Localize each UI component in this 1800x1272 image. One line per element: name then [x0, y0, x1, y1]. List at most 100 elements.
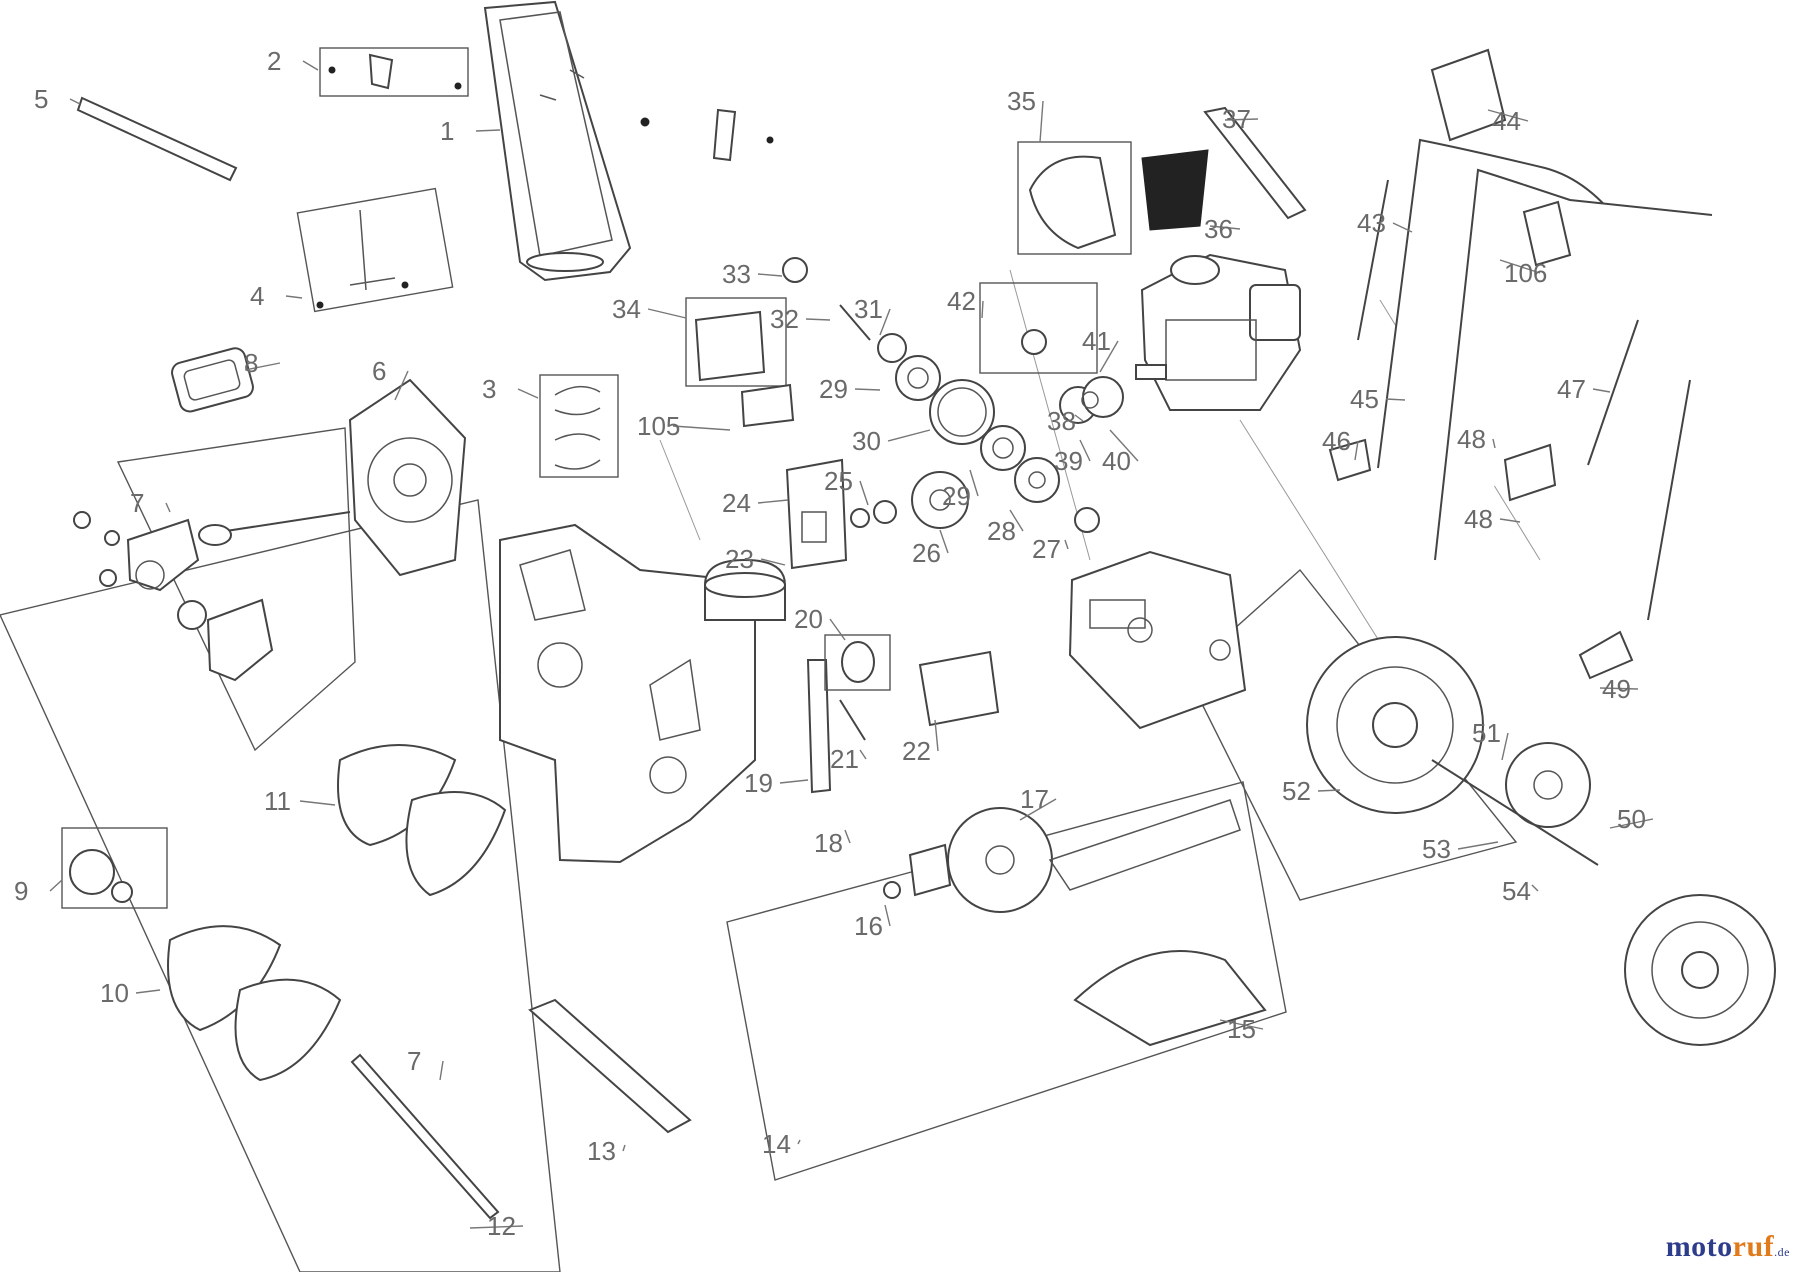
callout-leader-19 — [779, 779, 809, 784]
callout-leader-4 — [285, 295, 303, 299]
bearing-stack — [782, 257, 1026, 471]
callout-leader-22 — [934, 719, 939, 752]
impeller-part — [348, 378, 467, 577]
auger-housing-part — [499, 523, 786, 864]
part-number-14: 14 — [762, 1129, 791, 1159]
part-number-36: 36 — [1204, 214, 1233, 244]
callout-leader-48 — [1499, 518, 1521, 523]
callout-leader-46 — [1354, 440, 1359, 461]
callout-leader-5 — [69, 98, 81, 105]
part-number-33: 33 — [722, 259, 751, 289]
callout-leader-53 — [1457, 841, 1499, 850]
scraper-part — [528, 998, 692, 1134]
part-number-106: 106 — [1504, 258, 1547, 288]
part-number-41: 41 — [1082, 326, 1111, 356]
callout-leader-24 — [757, 499, 789, 504]
engine-pulley-group — [979, 282, 1124, 424]
part-number-2: 2 — [267, 46, 281, 76]
part-number-44: 44 — [1492, 106, 1521, 136]
part-number-52: 52 — [1282, 776, 1311, 806]
part-number-54: 54 — [1502, 876, 1531, 906]
part-number-8: 8 — [244, 348, 258, 378]
part-number-17: 17 — [1020, 784, 1049, 814]
deflector-handle-part — [319, 47, 774, 162]
callout-leader-11 — [299, 800, 336, 806]
part-number-7: 7 — [130, 488, 144, 518]
part-number-24: 24 — [722, 488, 751, 518]
callout-leader-20 — [829, 618, 846, 641]
skid-shoe-part — [171, 347, 254, 413]
callout-leader-30 — [887, 429, 931, 442]
logo-tld: .de — [1774, 1245, 1790, 1259]
part-number-45: 45 — [1350, 384, 1379, 414]
callout-leader-51 — [1501, 732, 1509, 761]
callout-leader-13 — [622, 1144, 626, 1152]
logo-text-primary: moto — [1665, 1230, 1733, 1263]
guard-part — [1073, 950, 1267, 1047]
part-number-105: 105 — [637, 411, 680, 441]
part-number-20: 20 — [794, 604, 823, 634]
callout-leader-44 — [1487, 109, 1529, 122]
scraper-bar-part — [1048, 799, 1241, 891]
part-number-7: 7 — [407, 1046, 421, 1076]
callout-leader-31 — [879, 308, 891, 336]
part-number-15: 15 — [1227, 1014, 1256, 1044]
callout-leader-26 — [939, 529, 949, 554]
part-number-29: 29 — [942, 481, 971, 511]
callout-leader-50 — [1609, 818, 1654, 829]
callout-leader-45 — [1385, 398, 1406, 401]
callout-leader-9 — [49, 879, 63, 892]
callout-leader-36 — [1209, 225, 1241, 230]
auger-blades — [167, 744, 507, 1082]
part-number-48: 48 — [1464, 504, 1493, 534]
callout-leader-106 — [1499, 259, 1541, 274]
callout-leader-40 — [1109, 429, 1139, 462]
part-number-31: 31 — [854, 294, 883, 324]
part-number-38: 38 — [1047, 406, 1076, 436]
chute-bracket-box — [296, 187, 454, 313]
part-number-46: 46 — [1322, 426, 1351, 456]
handle-bars — [1328, 48, 1713, 680]
part-number-22: 22 — [902, 736, 931, 766]
engine-part — [1135, 253, 1302, 411]
callout-leader-52 — [1317, 789, 1341, 792]
callout-leader-18 — [844, 829, 851, 844]
part-number-1: 1 — [440, 116, 454, 146]
callout-leader-49 — [1599, 687, 1639, 690]
part-number-3: 3 — [482, 374, 496, 404]
part-number-49: 49 — [1602, 674, 1631, 704]
callout-leader-6 — [394, 370, 409, 401]
shear-bolt-bag — [685, 297, 795, 428]
callout-leader-54 — [1531, 884, 1539, 892]
part-number-50: 50 — [1617, 804, 1646, 834]
callout-leader-37 — [1224, 118, 1259, 121]
callout-leader-41 — [1099, 340, 1119, 373]
callout-leader-14 — [797, 1139, 801, 1145]
bearing-housing-part — [61, 827, 168, 909]
callout-leader-28 — [1009, 509, 1024, 532]
callout-leader-2 — [302, 60, 319, 71]
part-number-30: 30 — [852, 426, 881, 456]
callout-leader-35 — [1039, 100, 1044, 143]
gearbox-part — [73, 511, 351, 682]
callout-leader-32 — [805, 318, 831, 321]
callout-leader-8 — [244, 362, 281, 371]
part-number-32: 32 — [770, 304, 799, 334]
callout-leader-33 — [757, 273, 783, 277]
frame-part — [1068, 550, 1247, 730]
callout-leader-29 — [854, 388, 881, 391]
callout-leader-10 — [135, 989, 161, 994]
part-number-37: 37 — [1222, 104, 1251, 134]
idler-group — [806, 634, 1000, 794]
part-number-5: 5 — [34, 84, 48, 114]
part-number-43: 43 — [1357, 208, 1386, 238]
callout-leader-15 — [1219, 1019, 1264, 1030]
callout-leader-3 — [517, 388, 539, 399]
part-number-13: 13 — [587, 1136, 616, 1166]
part-number-9: 9 — [14, 876, 28, 906]
part-number-23: 23 — [725, 544, 754, 574]
drive-pulley-group — [785, 457, 1100, 570]
part-number-10: 10 — [100, 978, 129, 1008]
engine-bracket-part — [1203, 106, 1307, 220]
callout-leader-12 — [469, 1225, 524, 1229]
